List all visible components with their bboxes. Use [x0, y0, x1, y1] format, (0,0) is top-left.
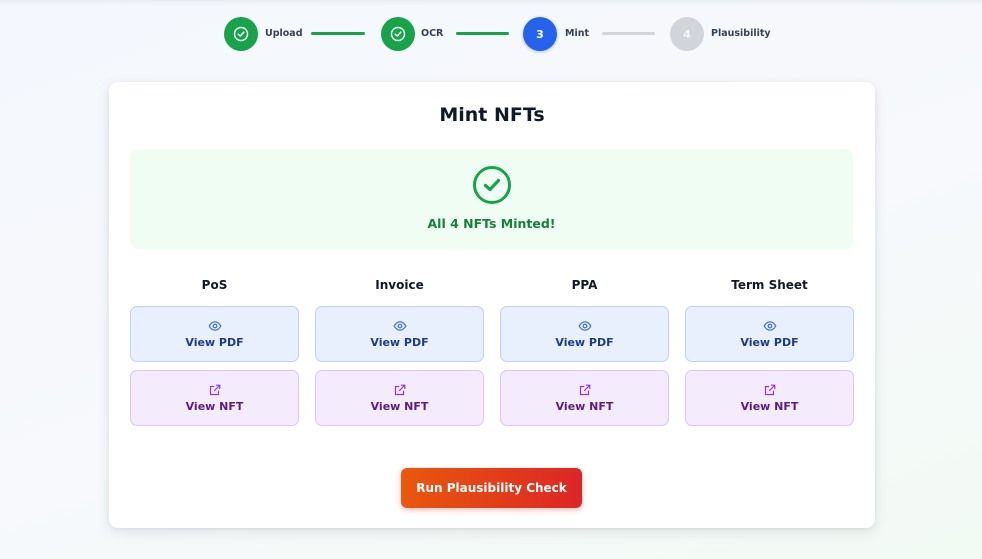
view-nft-label: View NFT	[555, 400, 614, 413]
view-nft-button[interactable]: View NFT	[500, 370, 669, 426]
document-title: PPA	[571, 278, 598, 292]
step-plausibility-label: Plausibility	[711, 28, 771, 39]
eye-icon	[763, 321, 776, 331]
step-ocr-indicator	[381, 17, 415, 51]
eye-icon	[393, 321, 406, 331]
check-circle-icon	[233, 26, 249, 42]
view-pdf-button[interactable]: View PDF	[500, 306, 669, 362]
view-pdf-button[interactable]: View PDF	[315, 306, 484, 362]
external-link-icon	[579, 384, 590, 396]
document-column-invoice: Invoice View PDF View NFT	[315, 278, 484, 426]
check-circle-icon	[390, 26, 406, 42]
document-column-pos: PoS View PDF View NFT	[130, 278, 299, 426]
step-plausibility-indicator: 4	[670, 17, 704, 51]
step-upload-label: Upload	[265, 28, 303, 39]
step-connector	[311, 32, 365, 35]
view-nft-button[interactable]: View NFT	[130, 370, 299, 426]
document-column-ppa: PPA View PDF View NFT	[500, 278, 669, 426]
document-title: PoS	[201, 278, 228, 292]
top-shadow	[0, 0, 982, 6]
document-column-term-sheet: Term Sheet View PDF View NFT	[685, 278, 854, 426]
view-pdf-button[interactable]: View PDF	[685, 306, 854, 362]
success-message: All 4 NFTs Minted!	[427, 216, 556, 231]
mint-card: Mint NFTs All 4 NFTs Minted! PoS View PD…	[109, 82, 875, 528]
view-nft-button[interactable]: View NFT	[315, 370, 484, 426]
document-title: Term Sheet	[731, 278, 808, 292]
step-mint-label: Mint	[565, 28, 590, 39]
view-nft-label: View NFT	[740, 400, 799, 413]
step-upload-indicator	[224, 17, 258, 51]
external-link-icon	[764, 384, 775, 396]
view-pdf-label: View PDF	[185, 336, 244, 349]
step-connector	[456, 32, 509, 35]
step-mint-indicator: 3	[523, 17, 557, 51]
view-nft-label: View NFT	[370, 400, 429, 413]
run-plausibility-check-button[interactable]: Run Plausibility Check	[401, 468, 582, 508]
view-nft-label: View NFT	[185, 400, 244, 413]
external-link-icon	[394, 384, 405, 396]
step-connector	[602, 32, 655, 35]
view-pdf-label: View PDF	[370, 336, 429, 349]
view-nft-button[interactable]: View NFT	[685, 370, 854, 426]
eye-icon	[578, 321, 591, 331]
check-circle-icon	[473, 166, 511, 204]
page-title: Mint NFTs	[439, 104, 545, 126]
view-pdf-label: View PDF	[555, 336, 614, 349]
external-link-icon	[209, 384, 220, 396]
view-pdf-label: View PDF	[740, 336, 799, 349]
view-pdf-button[interactable]: View PDF	[130, 306, 299, 362]
eye-icon	[208, 321, 221, 331]
step-ocr-label: OCR	[421, 28, 444, 39]
document-title: Invoice	[375, 278, 424, 292]
success-banner: All 4 NFTs Minted!	[130, 149, 853, 249]
